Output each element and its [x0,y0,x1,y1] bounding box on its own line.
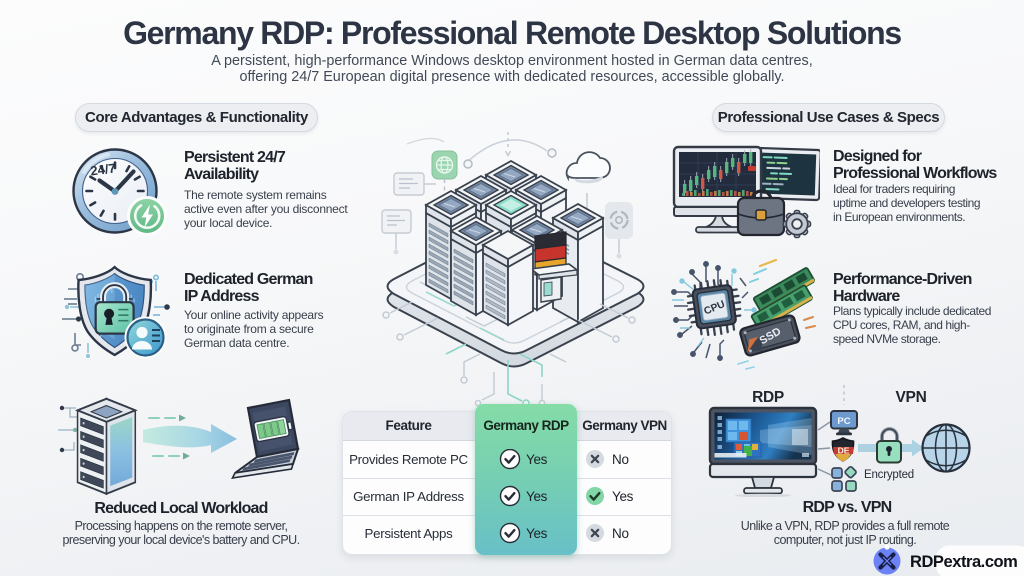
svg-text:Encrypted: Encrypted [864,469,914,481]
svg-text:Yes: Yes [526,489,548,504]
svg-text:Yes: Yes [526,452,548,467]
svg-text:VPN: VPN [896,389,927,406]
svg-text:RDPextra.com: RDPextra.com [910,553,1017,571]
svg-text:24/7: 24/7 [90,161,117,179]
svg-text:Yes: Yes [526,526,548,541]
svg-text:Yes: Yes [612,489,634,504]
svg-text:PC: PC [837,416,850,427]
svg-text:RDP: RDP [752,389,784,406]
svg-text:No: No [612,452,629,467]
svg-text:DE: DE [838,446,850,456]
svg-text:No: No [612,526,629,541]
